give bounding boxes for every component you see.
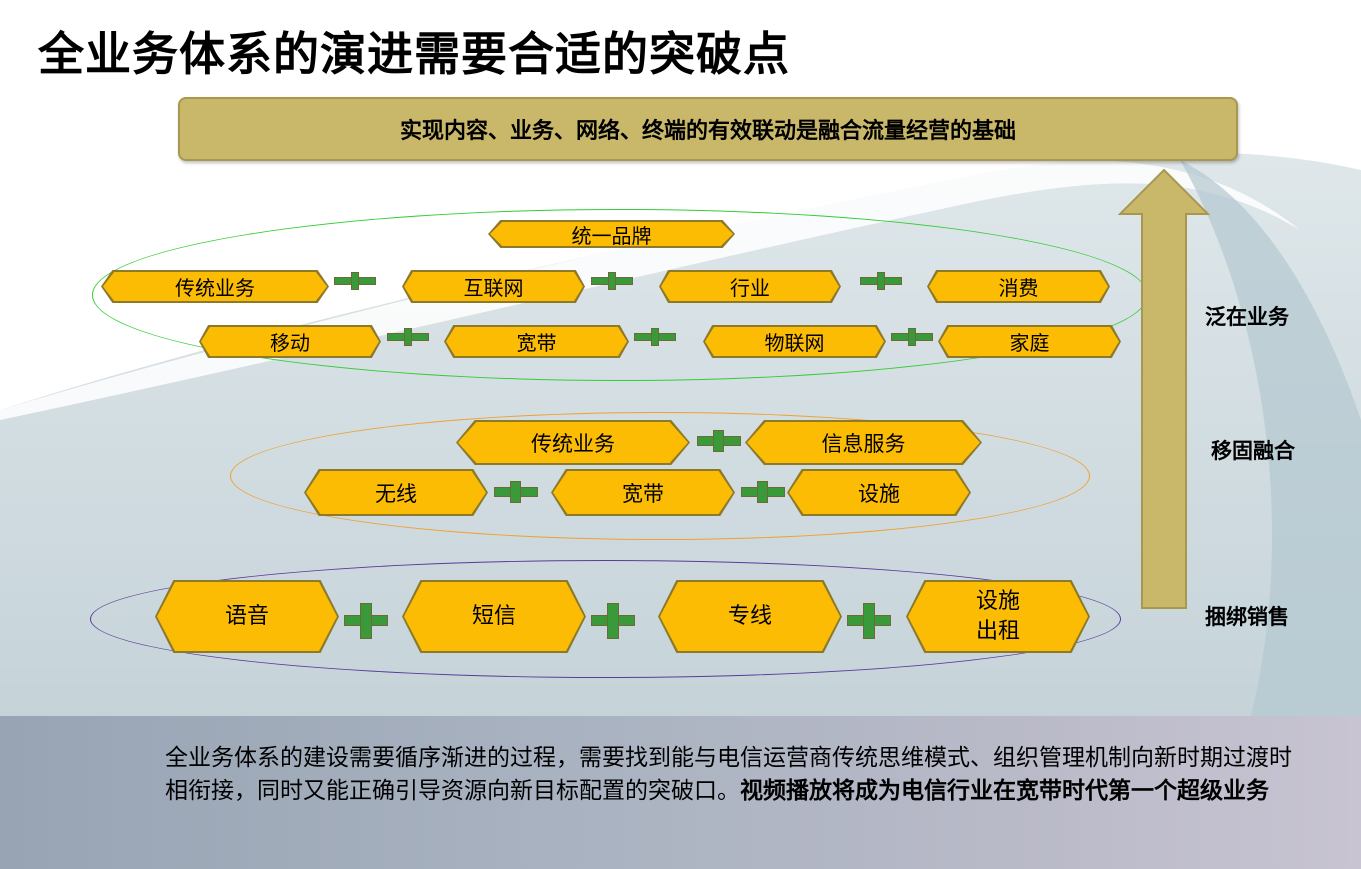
plus-icon [591, 272, 633, 290]
plus-icon [634, 328, 676, 346]
mid-row1-hex-2: 信息服务 [745, 420, 982, 465]
bottom-hex-4: 设施 出租 [906, 580, 1090, 653]
plus-icon [494, 481, 538, 503]
bottom-band [0, 716, 1361, 869]
top-row1-hex-3: 行业 [659, 270, 841, 303]
bottom-hex-1: 语音 [155, 580, 339, 653]
stage-label-bundle: 捆绑销售 [1205, 605, 1289, 629]
mid-row2-hex-3: 设施 [787, 469, 971, 516]
hex-label: 传统业务 [103, 272, 327, 301]
plus-icon [591, 603, 635, 639]
top-banner: 实现内容、业务、网络、终端的有效联动是融合流量经营的基础 [178, 97, 1238, 161]
upward-arrow-icon [1118, 168, 1210, 609]
hex-label: 语音 [157, 582, 337, 651]
bottom-hex-2: 短信 [402, 580, 586, 653]
top-row1-hex-4: 消费 [927, 270, 1110, 303]
banner-text: 实现内容、业务、网络、终端的有效联动是融合流量经营的基础 [399, 119, 1016, 144]
hex-label: 宽带 [553, 471, 733, 514]
mid-row2-hex-1: 无线 [304, 469, 488, 516]
brand-hex: 统一品牌 [488, 220, 735, 248]
note-bold: 视频播放将成为电信行业在宽带时代第一个超级业务 [740, 778, 1269, 804]
plus-icon [387, 328, 429, 346]
hex-label: 行业 [661, 272, 839, 301]
plus-icon [344, 603, 388, 639]
top-row1-hex-2: 互联网 [402, 270, 585, 303]
hex-label: 无线 [306, 471, 486, 514]
hex-label: 物联网 [705, 327, 884, 356]
hex-label: 移动 [201, 327, 379, 356]
top-row2-hex-3: 物联网 [703, 325, 886, 358]
hex-label: 设施 出租 [908, 582, 1088, 651]
ellipse-mid-layer [230, 412, 1090, 540]
hex-label: 宽带 [446, 327, 627, 356]
top-row1-hex-1: 传统业务 [101, 270, 329, 303]
top-row2-hex-2: 宽带 [444, 325, 629, 358]
page-title: 全业务体系的演进需要合适的突破点 [38, 27, 790, 81]
stage-label-fmc: 移固融合 [1211, 439, 1295, 463]
hex-label: 设施 [789, 471, 969, 514]
plus-icon [860, 272, 902, 290]
bottom-hex-3: 专线 [658, 580, 842, 653]
hex-label: 信息服务 [747, 422, 980, 463]
top-row2-hex-1: 移动 [199, 325, 381, 358]
plus-icon [741, 481, 785, 503]
hex-label: 互联网 [404, 272, 583, 301]
hex-label: 专线 [660, 582, 840, 651]
plus-icon [697, 430, 741, 452]
stage-label-ubiquitous: 泛在业务 [1205, 305, 1289, 329]
bottom-note: 全业务体系的建设需要循序渐进的过程，需要找到能与电信运营商传统思维模式、组织管理… [165, 742, 1305, 808]
hex-label: 家庭 [940, 327, 1119, 356]
brand-label: 统一品牌 [490, 222, 733, 246]
ellipse-bottom-layer [90, 560, 1121, 678]
hex-label: 传统业务 [458, 422, 688, 463]
mid-row2-hex-2: 宽带 [551, 469, 735, 516]
top-row2-hex-4: 家庭 [938, 325, 1121, 358]
hex-label-line-1: 设施 [975, 588, 1020, 614]
hex-label: 消费 [929, 272, 1108, 301]
note-text: 全业务体系的建设需要循序渐进的过程，需要找到能与电信运营商传统思维模式、组织管理… [165, 745, 1292, 804]
hex-label-line-2: 出租 [975, 618, 1020, 644]
plus-icon [891, 328, 933, 346]
plus-icon [847, 603, 891, 639]
mid-row1-hex-1: 传统业务 [456, 420, 690, 465]
hex-label: 短信 [404, 582, 584, 651]
plus-icon [334, 272, 376, 290]
